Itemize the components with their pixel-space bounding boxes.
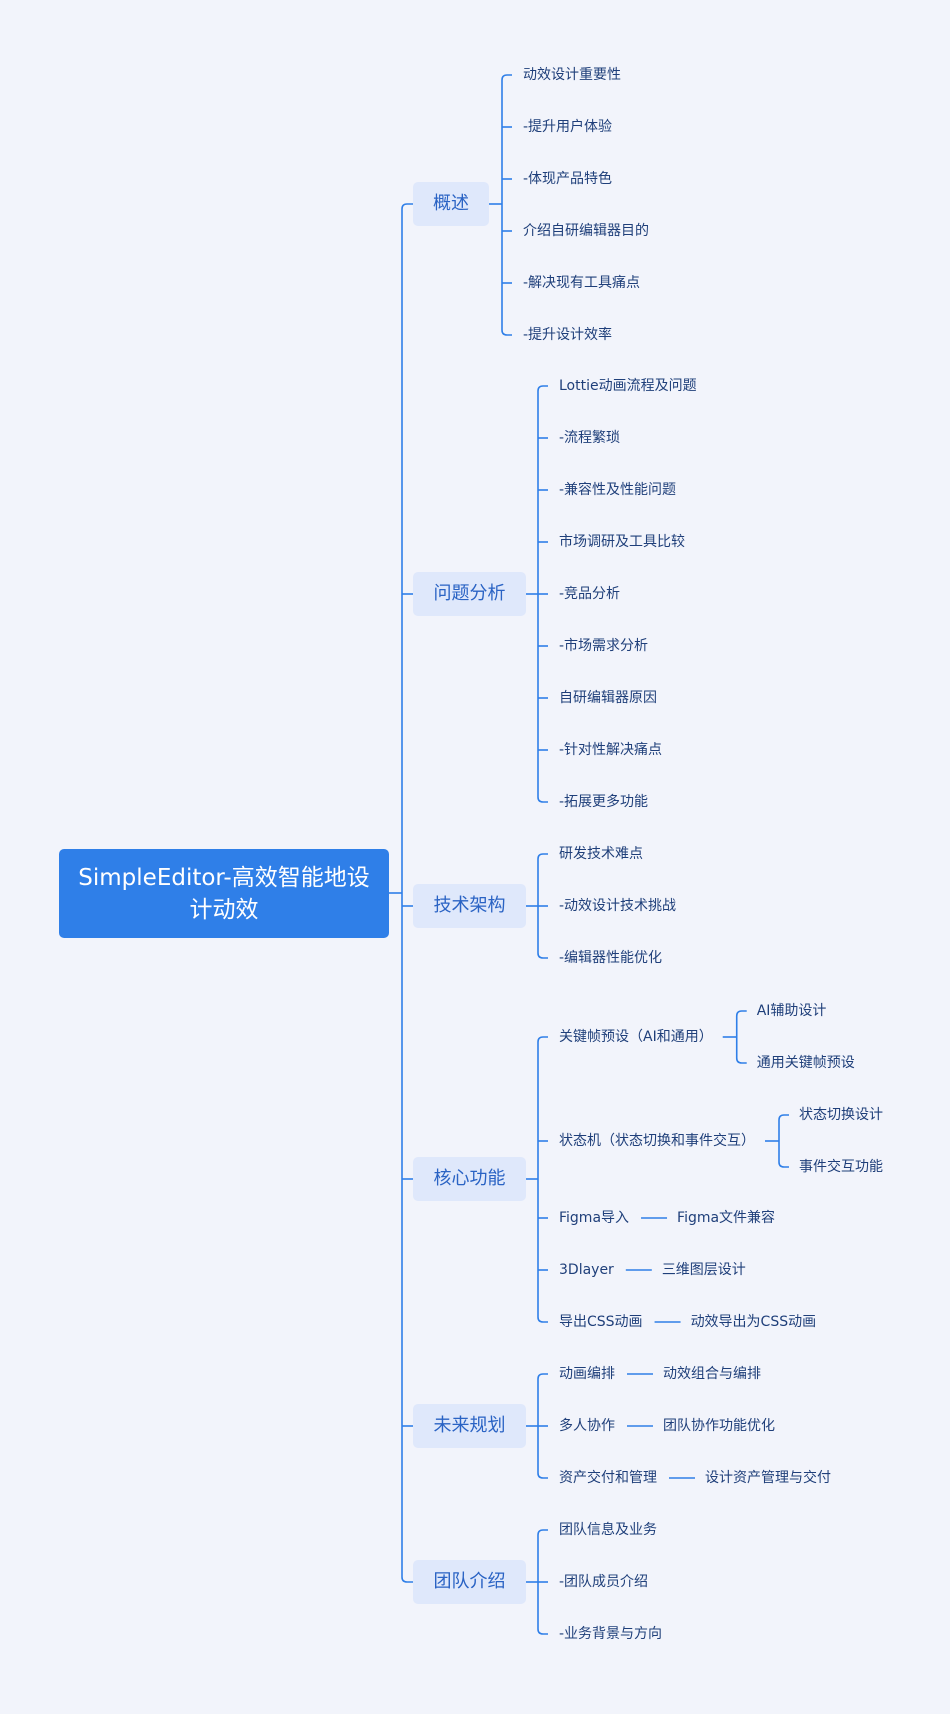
sub-item[interactable]: 资产交付和管理 — [559, 1470, 657, 1486]
branch-3-tick — [537, 1316, 548, 1323]
leaf-item[interactable]: -拓展更多功能 — [559, 794, 649, 810]
sub-leaf-item[interactable]: 团队协作功能优化 — [663, 1418, 775, 1434]
branch-node-5[interactable]: 团队介绍 — [413, 1560, 526, 1604]
leaf-item[interactable]: -编辑器性能优化 — [559, 950, 663, 966]
sub-item[interactable]: 导出CSS动画 — [559, 1314, 643, 1330]
branch-node-3[interactable]: 核心功能 — [413, 1157, 526, 1201]
sub-item[interactable]: Figma导入 — [559, 1210, 630, 1226]
branch-1-tick — [537, 385, 548, 392]
leaf-item[interactable]: -竞品分析 — [559, 586, 621, 602]
trunk-tick — [401, 1576, 413, 1583]
leaf-item[interactable]: -兼容性及性能问题 — [559, 482, 677, 498]
leaf-item[interactable]: Lottie动画流程及问题 — [559, 378, 697, 394]
sub-item[interactable]: 3Dlayer — [559, 1262, 614, 1278]
leaf-item[interactable]: -提升设计效率 — [523, 327, 613, 343]
leaf-item[interactable]: -业务背景与方向 — [559, 1626, 663, 1642]
sub-item[interactable]: 状态机（状态切换和事件交互） — [559, 1133, 755, 1149]
branch-5-tick — [537, 1529, 548, 1536]
leaf-item[interactable]: -针对性解决痛点 — [559, 742, 663, 758]
leaf-item[interactable]: -团队成员介绍 — [559, 1574, 649, 1590]
sub-leaf-item[interactable]: 状态切换设计 — [799, 1107, 883, 1123]
leaf-item[interactable]: -体现产品特色 — [523, 171, 613, 187]
sub-3-0-tick — [735, 1057, 747, 1064]
leaf-item[interactable]: -流程繁琐 — [559, 430, 621, 446]
leaf-item[interactable]: -提升用户体验 — [523, 119, 613, 135]
leaf-item[interactable]: 研发技术难点 — [559, 846, 643, 862]
branch-0-tick — [501, 329, 512, 336]
root-node[interactable]: SimpleEditor-高效智能地设计动效 — [59, 849, 389, 938]
sub-leaf-item[interactable]: Figma文件兼容 — [677, 1210, 776, 1226]
sub-leaf-item[interactable]: 三维图层设计 — [661, 1262, 746, 1278]
leaf-item[interactable]: -市场需求分析 — [559, 638, 649, 654]
sub-leaf-item[interactable]: 动效组合与编排 — [663, 1366, 761, 1382]
leaf-item[interactable]: -动效设计技术挑战 — [559, 898, 677, 914]
sub-item[interactable]: 关键帧预设（AI和通用） — [559, 1029, 713, 1045]
sub-3-1-tick — [778, 1114, 789, 1121]
sub-item[interactable]: 动画编排 — [559, 1366, 615, 1382]
branch-2-tick — [537, 853, 548, 860]
sub-leaf-item[interactable]: 通用关键帧预设 — [756, 1055, 855, 1071]
root-title: SimpleEditor-高效智能地设计动效 — [78, 864, 370, 923]
leaf-item[interactable]: 市场调研及工具比较 — [559, 534, 685, 550]
sub-leaf-item[interactable]: 事件交互功能 — [799, 1159, 883, 1175]
sub-leaf-item[interactable]: 动效导出为CSS动画 — [690, 1314, 817, 1330]
sub-item[interactable]: 多人协作 — [559, 1418, 615, 1434]
sub-3-1-tick — [778, 1161, 789, 1168]
leaf-item[interactable]: 自研编辑器原因 — [559, 690, 657, 706]
branch-node-4[interactable]: 未来规划 — [413, 1404, 526, 1448]
branch-node-1[interactable]: 问题分析 — [413, 572, 526, 616]
branch-1-tick — [537, 796, 548, 803]
branch-2-tick — [537, 952, 548, 959]
leaf-item[interactable]: 动效设计重要性 — [523, 67, 621, 83]
branch-node-2[interactable]: 技术架构 — [413, 884, 526, 928]
leaf-item[interactable]: 介绍自研编辑器目的 — [523, 223, 649, 239]
branch-3-tick — [537, 1036, 548, 1043]
branch-4-tick — [537, 1373, 548, 1380]
leaf-item[interactable]: 团队信息及业务 — [559, 1522, 657, 1538]
sub-leaf-item[interactable]: AI辅助设计 — [756, 1003, 827, 1019]
branch-0-tick — [501, 74, 512, 81]
branch-4-tick — [537, 1472, 548, 1479]
sub-3-0-tick — [735, 1010, 747, 1017]
branch-5-tick — [537, 1628, 548, 1635]
sub-leaf-item[interactable]: 设计资产管理与交付 — [705, 1470, 831, 1486]
leaf-item[interactable]: -解决现有工具痛点 — [523, 275, 641, 291]
trunk-tick — [401, 203, 413, 210]
branch-node-0[interactable]: 概述 — [413, 182, 489, 226]
